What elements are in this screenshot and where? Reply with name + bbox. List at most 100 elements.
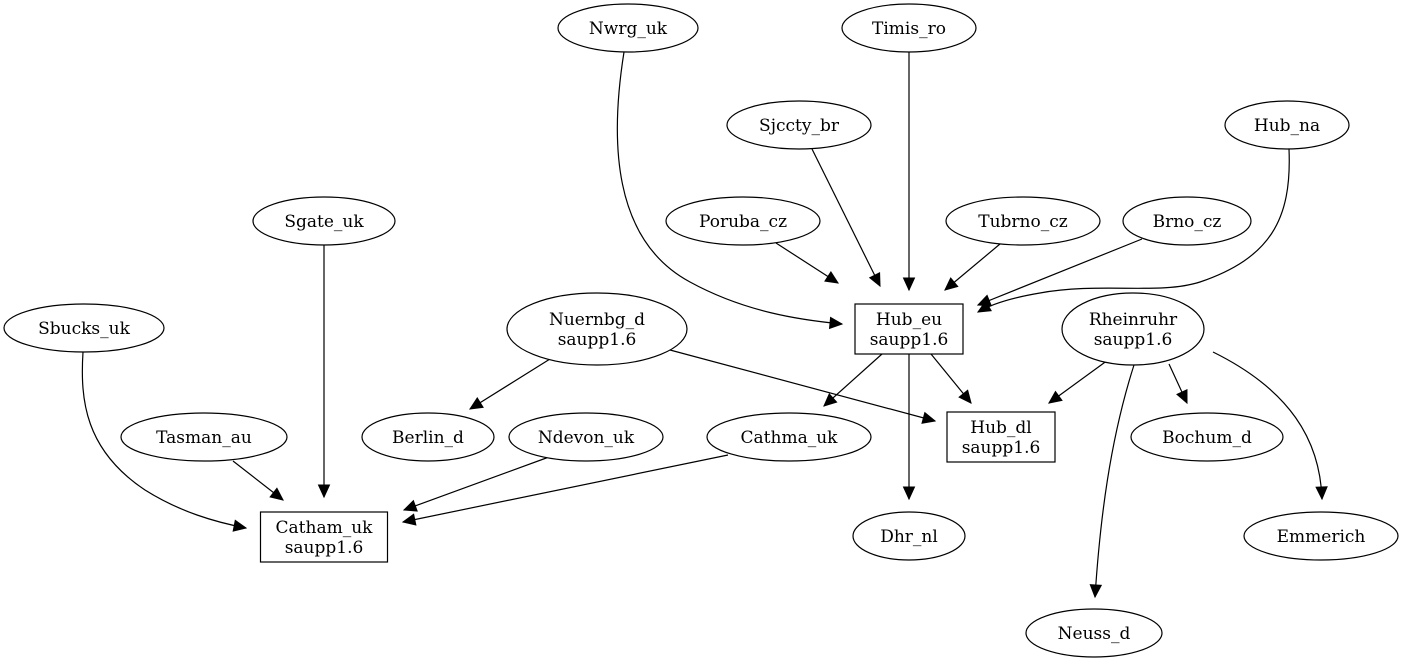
arrowhead-icon: [824, 270, 840, 284]
node-label: Tasman_au: [156, 428, 252, 448]
edges-layer: [81, 51, 1328, 599]
edge-rheinruhr-to-bochum_d: [1168, 363, 1188, 405]
edge-rheinruhr-to-neuss_d: [1089, 364, 1135, 599]
edge-line: [469, 358, 551, 410]
arrowhead-icon: [269, 487, 284, 501]
arrowhead-icon: [1315, 486, 1328, 501]
node-label: Brno_cz: [1153, 212, 1222, 232]
edge-ndevon_uk-to-catham_uk: [402, 456, 550, 512]
edge-line: [811, 148, 881, 287]
node-sgate-uk[interactable]: Sgate_uk: [252, 196, 396, 246]
node-box: [854, 303, 964, 355]
arrowhead-icon: [317, 484, 331, 499]
node-ellipse: [945, 196, 1101, 246]
node-label: Rheinruhr: [1089, 310, 1178, 330]
node-ellipse: [557, 3, 699, 53]
arrowhead-icon: [1089, 584, 1103, 599]
node-label: Poruba_cz: [699, 212, 787, 232]
node-ellipse: [3, 303, 165, 353]
node-label: Timis_ro: [872, 19, 946, 39]
node-label: Nwrg_uk: [589, 19, 668, 39]
edge-hub_na-to-hub_eu: [976, 148, 1290, 313]
node-sublabel: saupp1.6: [870, 330, 949, 350]
node-bochum-d[interactable]: Bochum_d: [1130, 412, 1284, 462]
edge-line: [402, 454, 729, 523]
node-emmerich[interactable]: Emmerich: [1243, 511, 1399, 561]
edge-line: [1094, 364, 1135, 598]
edge-poruba_cz-to-hub_eu: [775, 242, 840, 284]
node-label: Emmerich: [1277, 527, 1366, 547]
node-label: Nuernbg_d: [549, 310, 645, 330]
node-box: [946, 411, 1056, 463]
node-label: Berlin_d: [392, 428, 464, 448]
node-ndevon-uk[interactable]: Ndevon_uk: [508, 412, 664, 462]
node-label: Tubrno_cz: [978, 212, 1068, 232]
edge-sjccty_br-to-hub_eu: [811, 148, 881, 288]
node-label: Hub_eu: [876, 310, 942, 330]
node-ellipse: [706, 412, 872, 462]
edge-cathma_uk-to-catham_uk: [401, 454, 729, 526]
node-ellipse: [1243, 511, 1399, 561]
node-cathma-uk[interactable]: Cathma_uk: [706, 412, 872, 462]
edge-sbucks_uk-to-catham_uk: [81, 351, 248, 532]
node-sbucks-uk[interactable]: Sbucks_uk: [3, 303, 165, 353]
edge-line: [81, 351, 247, 529]
edge-rheinruhr-to-emmerich: [1212, 351, 1328, 501]
node-sjccty-br[interactable]: Sjccty_br: [726, 100, 872, 150]
node-ellipse: [841, 3, 977, 53]
arrowhead-icon: [823, 392, 838, 407]
arrowhead-icon: [232, 519, 248, 532]
node-brno-cz[interactable]: Brno_cz: [1122, 196, 1252, 246]
node-poruba-cz[interactable]: Poruba_cz: [665, 196, 821, 246]
edge-line: [1212, 351, 1323, 500]
node-ellipse: [1025, 608, 1163, 658]
edge-line: [403, 456, 550, 511]
node-ellipse: [1122, 196, 1252, 246]
node-dhr-nl[interactable]: Dhr_nl: [852, 511, 966, 561]
edge-line: [977, 148, 1290, 313]
node-tubrno-cz[interactable]: Tubrno_cz: [945, 196, 1101, 246]
node-label: Sjccty_br: [759, 116, 840, 136]
node-ellipse: [1061, 292, 1205, 366]
edge-line: [977, 238, 1143, 306]
node-ellipse: [361, 412, 495, 462]
arrowhead-icon: [902, 486, 916, 501]
node-label: Bochum_d: [1162, 428, 1252, 448]
node-label: Cathma_uk: [741, 428, 839, 448]
node-label: Sbucks_uk: [38, 319, 130, 339]
node-ellipse: [120, 412, 288, 462]
node-label: Neuss_d: [1058, 624, 1131, 644]
node-sublabel: saupp1.6: [1094, 330, 1173, 350]
arrowhead-icon: [468, 397, 484, 410]
node-hub-na[interactable]: Hub_na: [1224, 100, 1350, 150]
node-label: Hub_na: [1254, 116, 1320, 136]
arrowhead-icon: [828, 316, 844, 330]
node-tasman-au[interactable]: Tasman_au: [120, 412, 288, 462]
node-neuss-d[interactable]: Neuss_d: [1025, 608, 1163, 658]
node-timis-ro[interactable]: Timis_ro: [841, 3, 977, 53]
edge-nuernbg_d-to-hub_dl: [669, 349, 937, 424]
node-sublabel: saupp1.6: [285, 538, 364, 558]
node-ellipse: [665, 196, 821, 246]
edge-line: [669, 349, 936, 422]
arrowhead-icon: [976, 300, 992, 313]
node-ellipse: [1224, 100, 1350, 150]
arrowhead-icon: [921, 411, 937, 424]
edge-nuernbg_d-to-berlin_d: [468, 358, 551, 410]
edge-tubrno_cz-to-hub_eu: [944, 243, 1001, 291]
node-label: Dhr_nl: [880, 527, 938, 547]
node-ellipse: [508, 412, 664, 462]
node-berlin-d[interactable]: Berlin_d: [361, 412, 495, 462]
edge-sgate_uk-to-catham_uk: [317, 245, 331, 499]
node-label: Ndevon_uk: [538, 428, 635, 448]
node-ellipse: [852, 511, 966, 561]
node-nwrg-uk[interactable]: Nwrg_uk: [557, 3, 699, 53]
node-label: Catham_uk: [276, 518, 374, 538]
